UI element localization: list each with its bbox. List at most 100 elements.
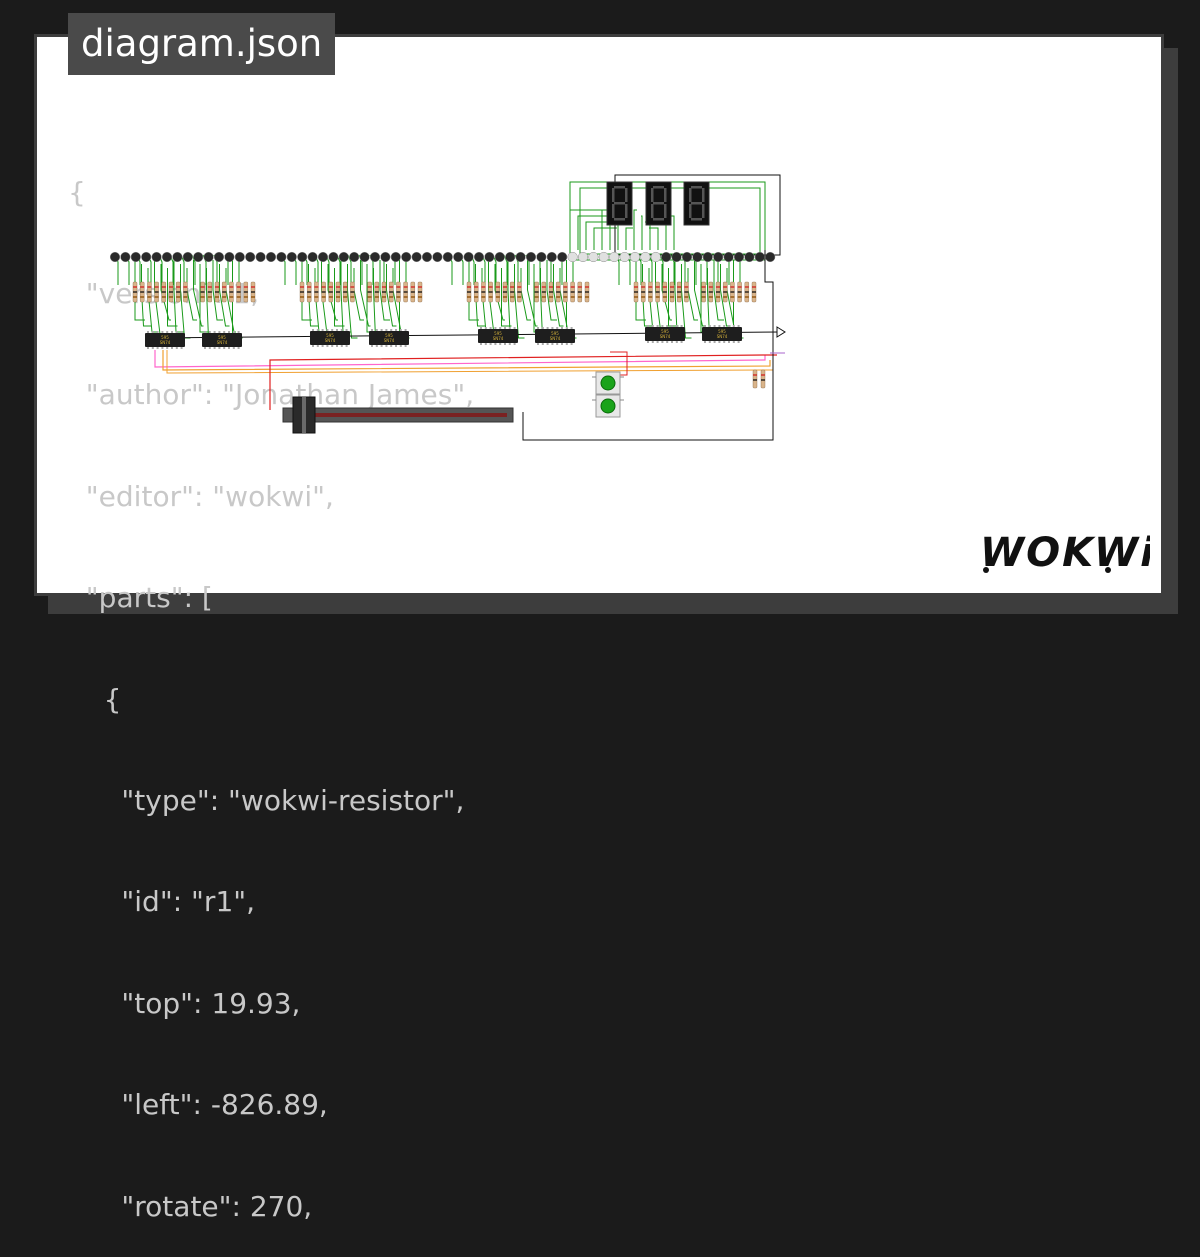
wire-green: [593, 227, 617, 250]
led: [338, 251, 349, 263]
chip-pin: [561, 327, 563, 329]
code-line: "rotate": 270,: [68, 1189, 313, 1223]
code-line: "id": "r1",: [68, 885, 256, 919]
code-line: "top": 19.93,: [68, 986, 301, 1020]
chip-pin: [326, 329, 329, 331]
chip-pin: [661, 341, 664, 343]
wire-green: [645, 221, 651, 250]
chip-label: SN74: [717, 334, 728, 339]
wire-green: [501, 268, 512, 327]
led: [671, 251, 682, 263]
led: [473, 251, 485, 263]
chip-pin: [494, 327, 497, 329]
display-segment: [625, 188, 628, 202]
display-segment: [614, 218, 625, 221]
chip-pin: [647, 341, 649, 343]
wire-green: [546, 260, 557, 321]
led: [151, 251, 162, 263]
led: [733, 251, 745, 263]
chip-pin: [661, 325, 664, 327]
wire-green: [141, 264, 152, 327]
chip-label: SN74: [493, 336, 504, 341]
chip-pin: [312, 329, 314, 331]
chip-pin: [556, 343, 559, 345]
led: [182, 251, 193, 263]
led: [213, 251, 225, 263]
wire-green: [635, 260, 646, 321]
chip-body: [645, 327, 685, 341]
wire-green: [687, 268, 698, 321]
chip-label: 595: [661, 329, 669, 334]
led: [536, 251, 547, 263]
pushbuttons: [592, 371, 624, 418]
chip-pin: [204, 347, 206, 349]
chip-pin: [732, 341, 735, 343]
led: [297, 251, 308, 263]
wire-green: [520, 268, 531, 321]
display-segment: [664, 204, 667, 218]
slider-knob-grip: [302, 397, 306, 433]
chip-pin: [723, 341, 726, 343]
chip-pin: [375, 345, 378, 347]
chip-pin: [175, 347, 178, 349]
chip-pin: [336, 345, 338, 347]
display-segment: [651, 188, 654, 202]
wire-green: [503, 254, 508, 285]
chip-label: 595: [494, 331, 502, 336]
chip-pin: [556, 327, 559, 329]
chip-pin: [161, 347, 164, 349]
code-line: "editor": "wokwi",: [68, 479, 334, 513]
led: [515, 251, 526, 263]
chip-pin: [321, 345, 324, 347]
led: [130, 251, 141, 263]
led: [224, 251, 235, 263]
chip-pin: [489, 343, 492, 345]
display-segment: [651, 204, 654, 218]
chip-pin: [675, 341, 678, 343]
led: [307, 251, 318, 263]
led: [463, 251, 474, 263]
wire-green: [379, 260, 390, 321]
chip-label: 595: [161, 335, 169, 340]
led: [390, 251, 401, 263]
chip-pin: [151, 347, 154, 349]
chip-pin: [546, 327, 549, 329]
wire-green: [167, 268, 178, 327]
chip-pin: [171, 347, 173, 349]
wire-orange: [162, 350, 771, 371]
bus-arrow: [776, 326, 786, 338]
chip-label: SN74: [217, 340, 228, 345]
led: [161, 251, 173, 263]
wire-green: [494, 264, 505, 321]
slide-potentiometer: [282, 396, 514, 434]
led: [109, 251, 121, 263]
wire-red: [269, 354, 777, 410]
chip-pin: [708, 325, 711, 327]
resistor: [760, 369, 766, 389]
wire-green: [347, 254, 352, 285]
wire-green: [659, 254, 664, 285]
display-segment: [612, 188, 615, 202]
chip-body: [702, 327, 742, 341]
wire-green: [191, 254, 196, 285]
chip-pin: [723, 325, 726, 327]
chip-pin: [331, 329, 334, 331]
wire-green: [327, 264, 338, 321]
wire-green: [193, 260, 204, 327]
chip-pin: [565, 327, 568, 329]
chip-body: [202, 333, 242, 347]
wire-green: [219, 264, 230, 327]
chip-pin: [551, 327, 554, 329]
chip-pin: [404, 345, 407, 347]
led: [193, 251, 204, 263]
chip-pin: [371, 345, 373, 347]
chip-pin: [404, 329, 407, 331]
chip-pin: [147, 347, 149, 349]
seven-segment-displays: [606, 181, 710, 226]
wire-green: [527, 260, 538, 327]
chip-pin: [508, 343, 511, 345]
chip-body: [478, 329, 518, 343]
led: [234, 251, 245, 263]
chip-pin: [499, 327, 502, 329]
